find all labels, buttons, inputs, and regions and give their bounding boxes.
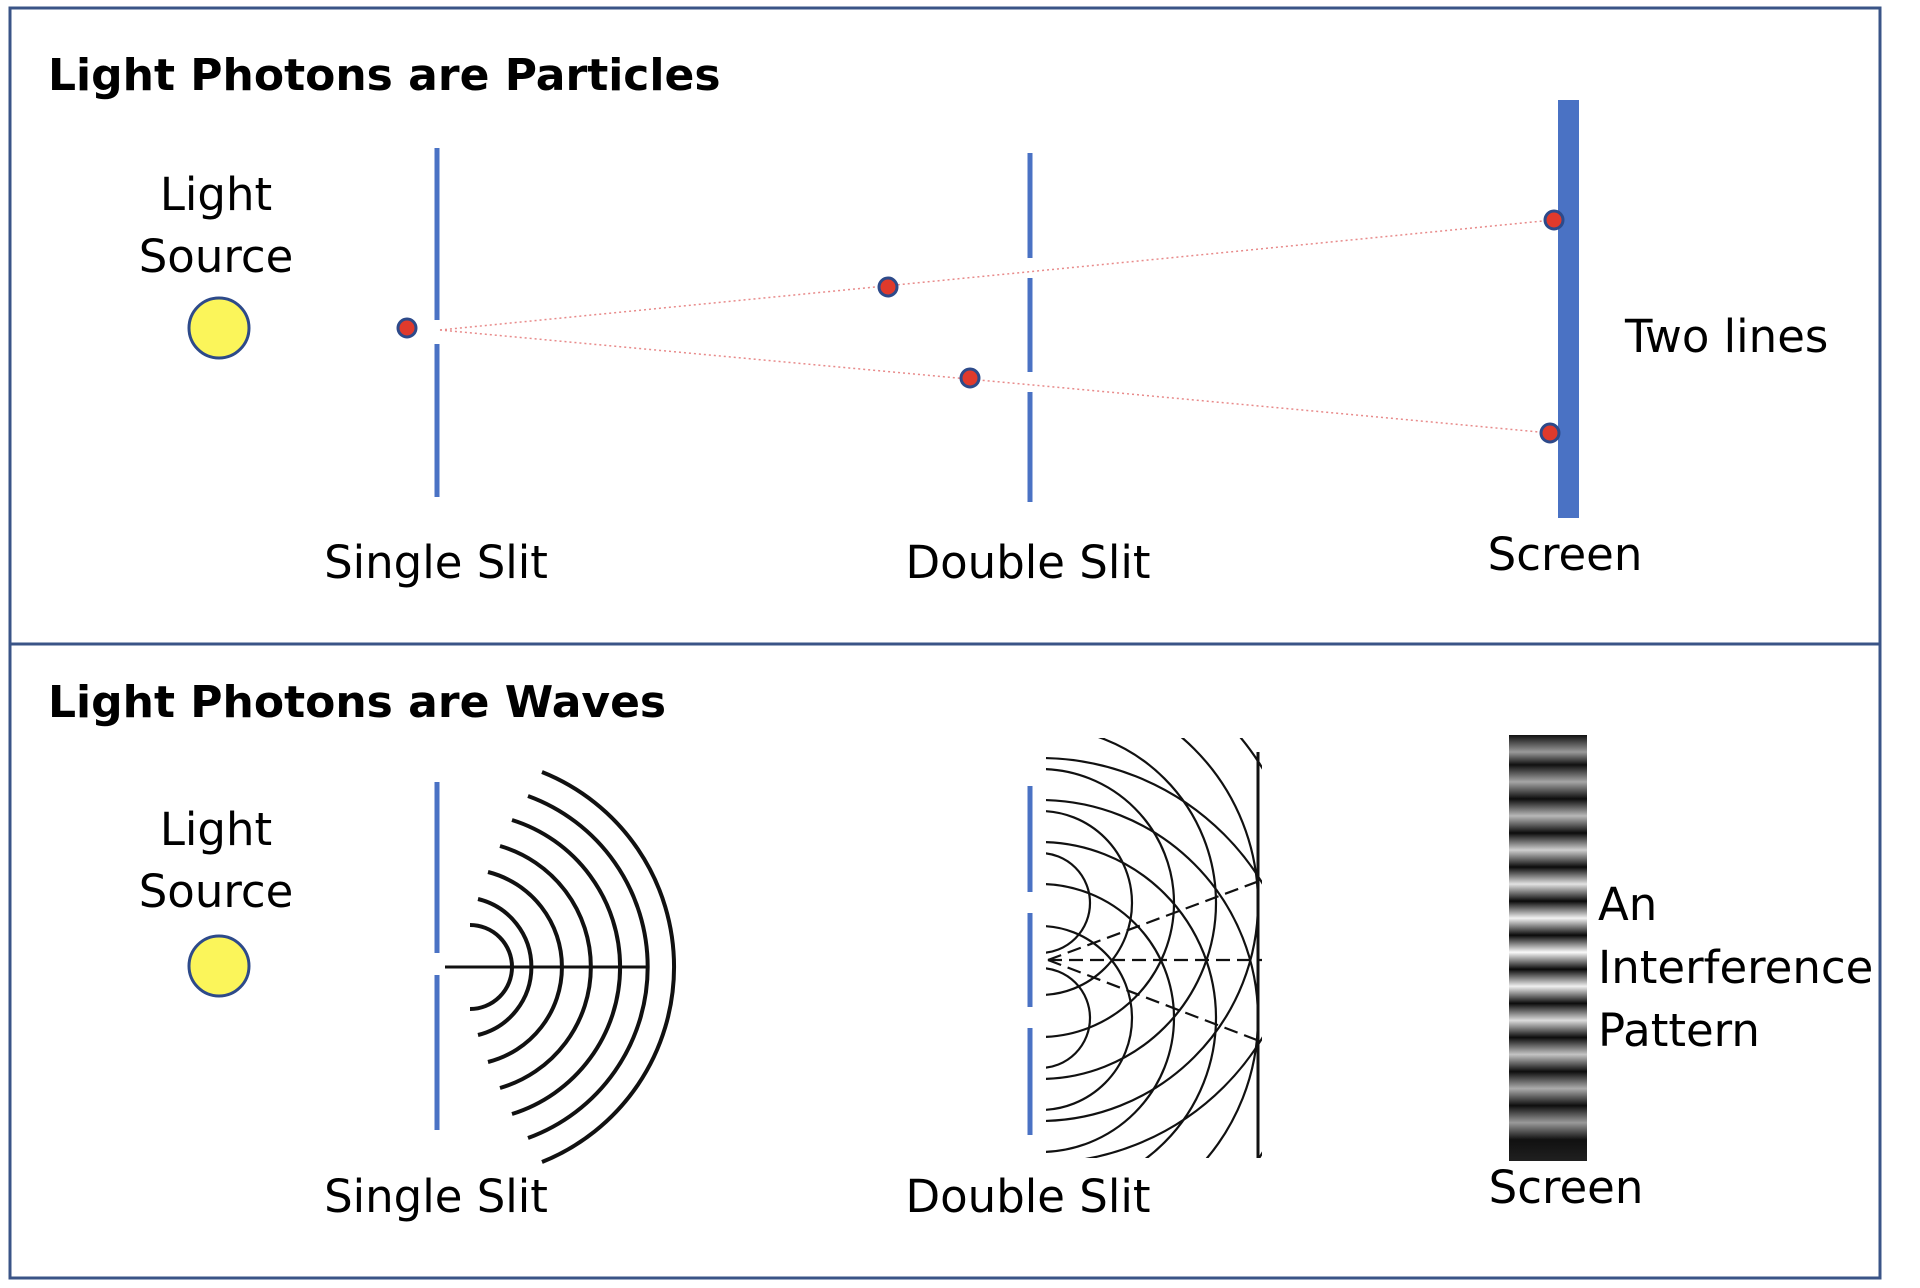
single-slit-wavefronts (445, 770, 677, 1164)
particles-title: Light Photons are Particles (48, 50, 721, 101)
particles-screen-label: Screen (1488, 528, 1643, 581)
photon (1539, 422, 1561, 444)
particles-single-slit-label: Single Slit (324, 536, 548, 589)
particles-light-label: Light (160, 168, 272, 221)
waves-single-slit-label: Single Slit (324, 1170, 548, 1223)
particles-screen (1558, 100, 1579, 518)
waves-panel: Light Photons are Waves Light Source (48, 677, 1873, 1223)
photon (877, 276, 899, 298)
interference-screen (1509, 735, 1587, 1161)
particles-panel: Light Photons are Particles Light Source… (48, 50, 1828, 589)
photon-path-lower (439, 329, 1551, 434)
photon (396, 317, 418, 339)
photon (1543, 209, 1565, 231)
waves-result-label-1: An (1598, 878, 1657, 931)
waves-light-label: Light (160, 803, 272, 856)
particles-source-label: Source (139, 230, 294, 283)
waves-double-slit-label: Double Slit (906, 1170, 1151, 1223)
photon-path-upper (439, 219, 1554, 331)
particles-light-source (187, 296, 251, 360)
waves-result-label-2: Interference (1598, 941, 1873, 994)
double-slit-wavefronts (1046, 738, 1262, 1158)
waves-source-label: Source (139, 865, 294, 918)
particles-double-slit-label: Double Slit (906, 536, 1151, 589)
particles-result-label: Two lines (1624, 310, 1828, 363)
waves-result-label-3: Pattern (1598, 1004, 1760, 1057)
waves-light-source (187, 934, 251, 998)
photon (959, 367, 981, 389)
waves-title: Light Photons are Waves (48, 677, 666, 728)
waves-screen-label: Screen (1489, 1161, 1644, 1214)
